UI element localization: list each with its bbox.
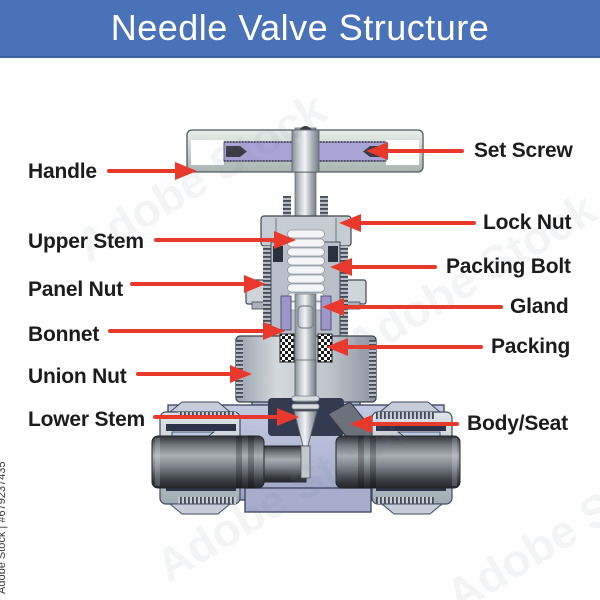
arrow-union-nut-icon	[136, 365, 252, 383]
label-upper-stem: Upper Stem	[28, 230, 144, 253]
arrow-handle-icon	[107, 162, 197, 180]
label-set-screw: Set Screw	[474, 139, 573, 162]
label-union-nut: Union Nut	[28, 365, 127, 388]
arrow-body-seat-icon	[350, 415, 459, 433]
lower-stem-part	[291, 359, 320, 479]
title-banner: Needle Valve Structure	[0, 0, 600, 58]
label-packing: Packing	[491, 335, 571, 358]
label-lower-stem: Lower Stem	[28, 408, 146, 431]
arrow-bonnet-icon	[108, 322, 285, 340]
arrow-lock-nut-icon	[339, 214, 476, 232]
label-body-seat: Body/Seat	[467, 412, 568, 435]
label-bonnet: Bonnet	[28, 323, 100, 346]
arrow-packing-icon	[326, 338, 483, 356]
arrow-packing-bolt-icon	[330, 258, 437, 276]
label-handle: Handle	[28, 160, 97, 183]
pipe-left	[151, 435, 307, 489]
arrow-lower-stem-icon	[153, 408, 299, 426]
arrow-panel-nut-icon	[130, 275, 266, 293]
arrow-set-screw-icon	[366, 142, 464, 160]
label-packing-bolt: Packing Bolt	[446, 255, 571, 278]
arrow-upper-stem-icon	[154, 231, 296, 249]
watermark-credit: Adobe Stock | #679237435	[0, 461, 8, 594]
label-gland: Gland	[510, 295, 569, 318]
label-lock-nut: Lock Nut	[483, 211, 572, 234]
page-title: Needle Valve Structure	[110, 7, 490, 48]
arrow-gland-icon	[322, 298, 503, 316]
pipe-right	[335, 435, 461, 489]
label-panel-nut: Panel Nut	[28, 278, 124, 301]
